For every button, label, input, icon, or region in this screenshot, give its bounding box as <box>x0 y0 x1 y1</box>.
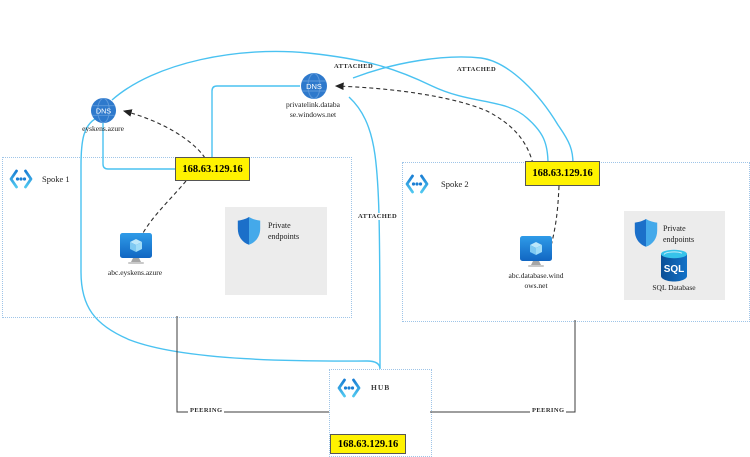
spoke2-vm-label-line2: ows.net <box>524 281 548 290</box>
dns-zone-eyskens-icon: DNS <box>90 97 117 129</box>
dns-query-wire2-to-dns2 <box>334 82 534 165</box>
attached-line-dns1-spoke2 <box>111 50 549 165</box>
sql-database-label: SQL Database <box>652 283 696 292</box>
spoke1-title: Spoke 1 <box>42 174 70 184</box>
spoke2-ip-text: 168.63.129.16 <box>532 168 593 179</box>
attached-line-dns2-hub <box>348 96 381 369</box>
attached-label-1: ATTACHED <box>334 63 374 70</box>
spoke2-private-endpoints-line1: Private <box>663 224 686 233</box>
dns-zone-privatelink-icon: DNS <box>300 72 328 105</box>
spoke1-private-endpoints-label: Private endpoints <box>268 220 299 242</box>
dns1-icon-text: DNS <box>96 106 111 115</box>
dns2-icon-text: DNS <box>306 82 322 91</box>
sql-database-icon: SQL <box>659 249 689 288</box>
spoke2-wire-server-ip: 168.63.129.16 <box>525 161 600 186</box>
hub-title: HUB <box>371 383 391 392</box>
spoke2-vm-icon <box>519 236 553 273</box>
spoke1-shield-icon <box>236 216 262 251</box>
attached-line-dns1-hub <box>80 118 381 370</box>
dns-zone-privatelink-label-line1: privatelink.databa <box>286 100 340 109</box>
attached-label-3: ATTACHED <box>356 213 400 220</box>
spoke1-vm-label: abc.eyskens.azure <box>107 268 163 277</box>
spoke2-vnet-icon <box>405 173 429 200</box>
spoke2-shield-icon <box>633 218 659 253</box>
spoke1-wire-server-ip: 168.63.129.16 <box>175 157 250 181</box>
dns-zone-privatelink-label-line2: se.windows.net <box>289 110 337 119</box>
spoke2-private-endpoints-line2: endpoints <box>663 235 695 244</box>
spoke2-vm-label-line1: abc.database.wind <box>508 271 564 280</box>
spoke1-private-endpoints-line2: endpoints <box>268 232 300 241</box>
spoke1-vm-icon <box>119 233 153 270</box>
attached-line-dns2-spoke2 <box>352 56 574 165</box>
hub-ip-text: 168.63.129.16 <box>337 438 399 450</box>
spoke1-vnet-icon <box>9 168 33 195</box>
peering-line-spoke1-hub <box>176 316 329 413</box>
spoke2-private-endpoints-label: Private endpoints <box>663 223 694 245</box>
spoke1-ip-text: 168.63.129.16 <box>182 163 243 175</box>
hub-wire-server-ip: 168.63.129.16 <box>330 434 406 454</box>
peering-label-1: PEERING <box>188 407 225 414</box>
attached-line-dns1-spoke1 <box>102 123 175 170</box>
dns-zone-eyskens-label: eyskens.azure <box>82 124 124 133</box>
peering-label-2: PEERING <box>530 407 567 414</box>
sql-icon-text: SQL <box>664 264 685 275</box>
spoke2-vm-label: abc.database.wind ows.net <box>501 271 571 291</box>
dns-query-spoke1-to-dns1 <box>122 109 206 159</box>
spoke1-private-endpoints-line1: Private <box>268 221 291 230</box>
dns-zone-privatelink-label: privatelink.databa se.windows.net <box>273 100 353 120</box>
spoke2-title: Spoke 2 <box>441 179 469 189</box>
attached-line-spoke1-dns2 <box>211 85 300 162</box>
hub-vnet-icon <box>337 377 361 404</box>
dns-query-vm1-to-wire1 <box>142 180 187 234</box>
attached-label-2: ATTACHED <box>457 66 497 73</box>
dns-query-vm2-to-wire2 <box>550 185 560 247</box>
peering-line-spoke2-hub <box>430 320 576 413</box>
